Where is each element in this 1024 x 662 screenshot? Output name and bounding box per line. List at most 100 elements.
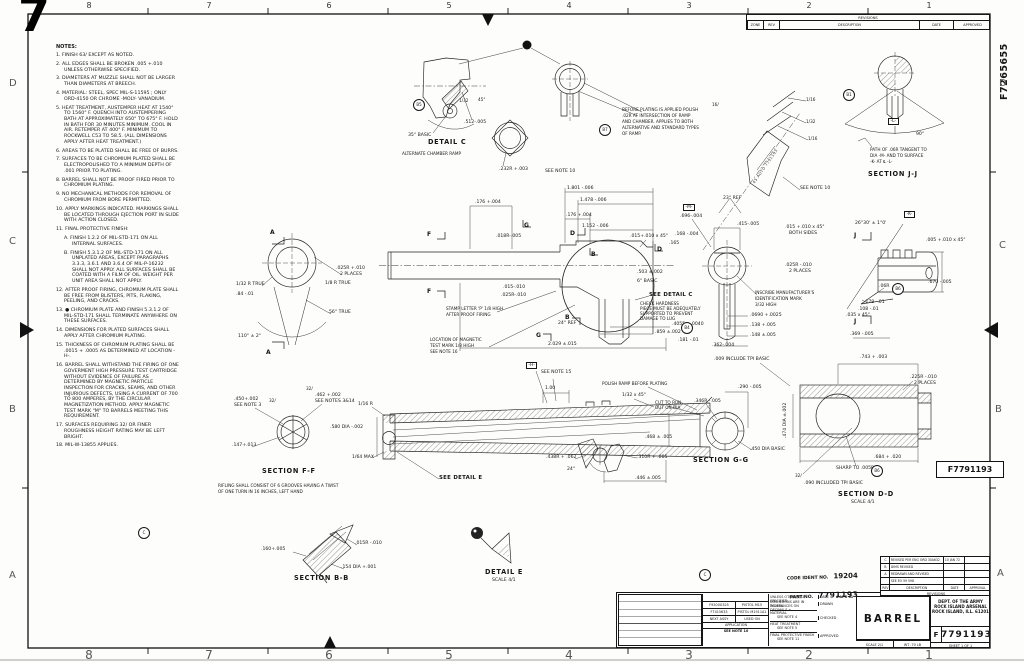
dim-label: .84 -.01 (236, 292, 254, 297)
dim-label: 1/8 R TRUE (325, 281, 351, 286)
dim-label: .859 ±.002 (655, 330, 681, 335)
dim-label: SHARP TO .005R (836, 466, 875, 471)
dim-label: .176 +.004 (475, 200, 501, 205)
view-title-section-dd: SECTION D-D (838, 490, 894, 498)
dim-label: 23° REF (723, 196, 742, 201)
note-item: 14. DIMENSIONS FOR PLATED SURFACES SHALL… (56, 328, 170, 339)
rev-letter (881, 578, 890, 584)
dim-label: .005 +.010 x 45° (926, 238, 966, 243)
detail-ref: SEE DETAIL E (439, 475, 483, 481)
dim-label: .015-.010 (503, 285, 526, 290)
dim-label: 1.00 (545, 386, 556, 391)
rev-approval (965, 578, 989, 584)
dim-label: .580 DIA -.002 (330, 425, 364, 430)
note-item: 17. SURFACES REQUIRING 32/ OR FINER ROUG… (56, 423, 165, 440)
dim-label: .474 DIA ±.002 (783, 402, 788, 438)
signature-date-label: DATE (818, 595, 836, 600)
rev-approval (965, 571, 989, 577)
zone-bottom-8: 8 (85, 648, 93, 662)
dim-label: 1.478 -.006 (580, 198, 607, 203)
note-callout: POLISH RAMP BEFORE PLATING (602, 381, 668, 386)
dim-label: 1/16 (806, 97, 816, 102)
inspection-stamp: B7 (599, 124, 611, 136)
spec-block: UNLESS OTHERWISE SPECIFIED DIMENSIONS AR… (768, 594, 856, 646)
dim-label: .138 +.005 (750, 323, 776, 328)
datum-flag-h: -H- (526, 362, 538, 370)
section-arrow-d: D (657, 246, 662, 253)
section-arrow-f: F (427, 231, 432, 238)
dim-label: .148 ±.005 (750, 333, 776, 338)
dim-label: BOTH SIDES (789, 231, 818, 236)
note-item: 13. ● CHROMIUM PLATE AND FINISH 5.3.1.2 … (56, 308, 177, 325)
note-callout: INSCRIBE MANUFACTURER'S (755, 290, 815, 295)
zone-right-c: C (999, 240, 1006, 251)
datum-flag-k: -K- (904, 211, 915, 219)
notes-title: NOTES: (56, 44, 77, 50)
view-title-section-jj: SECTION J-J (868, 170, 918, 178)
dim-label: .181 -.01 (678, 338, 699, 343)
zone-top-8: 8 (86, 1, 92, 10)
dim-label: .168 -.004 (675, 232, 699, 237)
dim-label: .015 +.010 x 45° (785, 225, 825, 230)
dim-label: 1/64 MAX (352, 455, 375, 460)
datum-flag-l: -L- (888, 118, 899, 126)
dim-label: .147+.013 (232, 443, 257, 448)
zone-right-d: D (999, 78, 1007, 89)
agency-line: DEPT. OF THE ARMY (938, 599, 983, 604)
dim-label: .290 -.005 (738, 385, 762, 390)
dim-label: 2 PLACES (914, 381, 936, 386)
dim-label: 90° (916, 132, 925, 137)
dim-label: .165 (669, 241, 680, 246)
dim-label: .108 -.01 (858, 307, 879, 312)
section-arrow-f: F (427, 288, 432, 295)
application-next-assy-header: NEXT ASSY (703, 616, 736, 623)
view-scale: SCALE 4/1 (492, 578, 516, 583)
dim-label: 24° (567, 467, 576, 472)
dim-label: .743 + .003 (860, 355, 888, 360)
rev-approval (965, 557, 989, 563)
datum-flag-m: -M- (683, 204, 695, 212)
dim-label: 1/16 R (358, 402, 373, 407)
dim-label: 1.801 -.006 (567, 186, 594, 191)
rev-letter: C (881, 557, 890, 563)
spec-material-label: MATERIAL (770, 610, 817, 615)
note-callout: OF RAMP. (622, 131, 642, 136)
note-callout: ALTERNATIVE AND STANDARD TYPES (622, 125, 699, 130)
section-arrow-a: A (270, 229, 275, 236)
note-callout: OUT ON DIA (655, 405, 681, 410)
code-ident-label: CODE IDENT NO. (786, 575, 829, 582)
rev-header: DATE (944, 585, 966, 590)
rev-description: REVISED PER ENG ORD 30A632 (890, 557, 944, 563)
dim-label: .025R +.010 (336, 266, 365, 271)
zone-top-4: 4 (566, 1, 572, 10)
dim-label: .446 ±.005 (635, 476, 661, 481)
detail-ref: SEE DETAIL C (649, 292, 693, 298)
dim-label: .438R + .062 (546, 455, 577, 460)
rev-date (944, 578, 966, 584)
title-revisions-table: C REVISED PER ENG ORD 30A632 10 JAN 72 B… (880, 556, 990, 596)
view-title-section-ff: SECTION F-F (262, 467, 316, 475)
note-callout: BEFORE PLATING IS APPLIED POLISH (622, 107, 699, 112)
zone-top-7: 7 (206, 1, 212, 10)
note-item: 10. APPLY MARKINGS INDICATED. MARKINGS S… (56, 206, 179, 224)
spec-heat-treatment-value: SEE NOTE 5 (777, 625, 798, 630)
dim-label: .512-.005 (464, 120, 487, 125)
dim-label: .018R-.005 (496, 234, 522, 239)
chamber-stamp-text: 45 AUTO 7791193 (751, 147, 779, 185)
dim-label: .225R -.010 (910, 375, 937, 380)
application-caption: APPLICATION (703, 622, 768, 628)
zone-left-c: C (9, 236, 16, 247)
note-callout: DIA -M- AND TO SURFACE (870, 153, 924, 158)
finish-mark: 32/ (269, 398, 276, 403)
finish-mark: 32/ (306, 386, 313, 391)
application-block: F9200G325 PISTOL M15 F7415633 PISTOL M19… (702, 594, 768, 646)
dim-label: 45° (478, 97, 486, 102)
note-item: 18. MIL-W-13855 APPLIES. (56, 443, 119, 449)
note-item: 5. HEAT TREATMENT, AUSTEMPER HEAT AT 154… (56, 105, 178, 145)
note-subitem: B. FINISH 5.3.1.2 OF MIL-STD-171 ON ALL … (64, 250, 176, 284)
inspection-stamp: B1 (843, 89, 855, 101)
note-ref: SEE NOTE 10 (800, 186, 831, 191)
zone-right-b: B (995, 404, 1002, 415)
dim-label: .450+.002 (234, 397, 259, 402)
